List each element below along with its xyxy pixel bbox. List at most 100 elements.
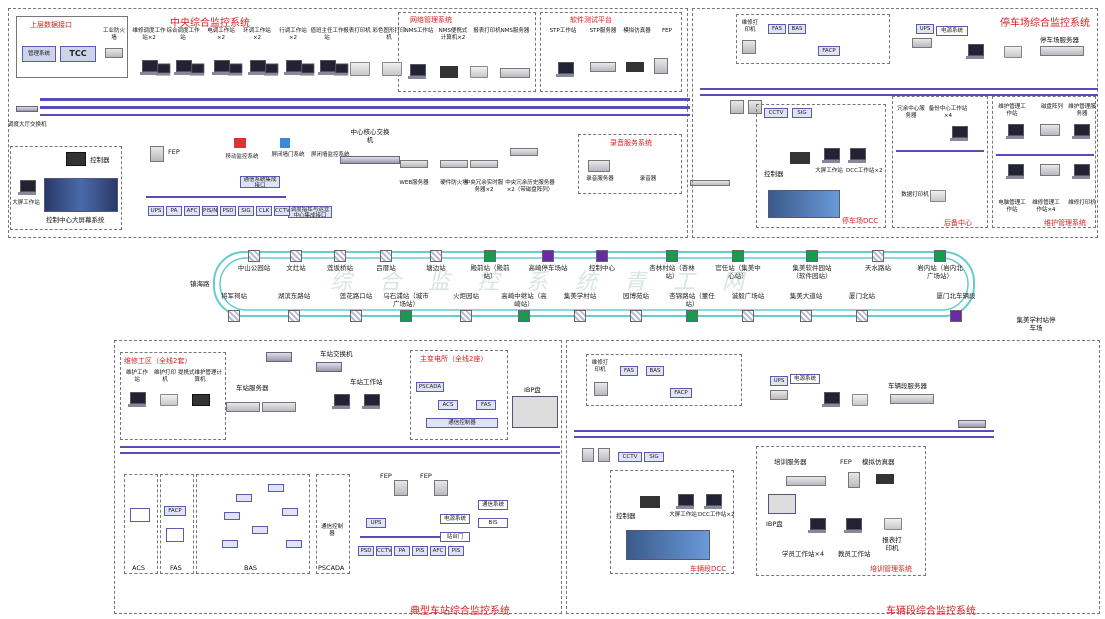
depot-title: 车辆段综合监控系统 xyxy=(886,606,976,617)
parking-controller-label: 控制器 xyxy=(764,170,784,178)
station-name-bottom: 莲花路口站 xyxy=(339,292,373,300)
maint-ws-label: 维护工作站 xyxy=(125,370,148,383)
central-bus-item: PIS/NMS xyxy=(202,206,218,216)
fas-label: FAS xyxy=(170,564,182,572)
station-marker xyxy=(856,310,868,322)
station-name-top: 杏林村站（杏林站） xyxy=(649,264,695,280)
station-server-icon-2 xyxy=(262,402,296,412)
training-printer-icon xyxy=(884,518,902,530)
keyboard xyxy=(408,76,426,79)
keyboard xyxy=(1006,176,1024,179)
keyboard xyxy=(140,72,158,75)
depot-ws-icon xyxy=(822,392,840,408)
workstation-icon xyxy=(189,63,205,77)
station-marker xyxy=(484,250,496,262)
station-ws-icon-2 xyxy=(362,394,380,410)
workstation-icon xyxy=(263,63,279,77)
training-teacher-label: 教员工作站 xyxy=(838,550,871,558)
backup-center-area xyxy=(892,96,988,228)
station-fep-label-2: FEP xyxy=(420,472,432,480)
maint-label: 磁盘阵列 xyxy=(1040,104,1063,110)
maint-ws-icon xyxy=(128,392,146,408)
maint-ws-icon xyxy=(1006,124,1024,140)
depot-sig-box: SIG xyxy=(644,452,664,462)
depot-dcc-ws1-icon xyxy=(676,494,694,510)
workstation-icon xyxy=(248,60,266,76)
station-bus-2 xyxy=(120,452,560,454)
parking-area xyxy=(692,8,1098,238)
record-server-icon xyxy=(588,160,610,172)
station-name-top: 官任站（集美中心站） xyxy=(715,264,761,280)
station-marker xyxy=(742,310,754,322)
central-server-icon xyxy=(400,160,428,168)
training-sim-icon xyxy=(876,474,894,484)
station-fep-icon-2 xyxy=(434,480,448,496)
depot-bas-box: BAS xyxy=(646,366,664,376)
stp-server-icon xyxy=(590,62,616,72)
keyboard xyxy=(189,73,205,76)
parking-maint-ws-icon xyxy=(966,44,984,60)
depot-big-ws-label: 大屏工作站 xyxy=(669,512,697,518)
recorder-icon xyxy=(690,180,730,186)
station-name-bottom: 火炬园站 xyxy=(453,292,479,300)
training-server-icon xyxy=(786,476,826,486)
depot-fas-box: FAS xyxy=(620,366,638,376)
record-server-title: 录音服务系统 xyxy=(610,139,652,147)
monitor-screen xyxy=(1074,164,1090,176)
maint-label: 维修管理工作站×4 xyxy=(1032,200,1060,213)
parking-controller-icon xyxy=(790,152,810,164)
parking-dcc-screen xyxy=(768,190,840,218)
keyboard xyxy=(227,73,243,76)
facp-sub-box xyxy=(166,528,184,542)
station-marker xyxy=(872,250,884,262)
core-switch-label: 中心核心交换机 xyxy=(350,128,390,144)
station-bus-item: PIS xyxy=(412,546,428,556)
station-marker xyxy=(732,250,744,262)
depot-dcc-title: 车辆段DCC xyxy=(690,565,727,573)
parking-server-icon xyxy=(1040,46,1084,56)
controller-icon xyxy=(66,152,86,166)
station-name-bottom: 集美大道站 xyxy=(789,292,823,300)
station-area xyxy=(114,340,562,614)
depot-left-icon xyxy=(582,448,594,462)
record-server-label: 录音服务器 xyxy=(586,176,614,182)
sub-ctl-box: 通信控制器 xyxy=(426,418,498,428)
keyboard xyxy=(556,74,574,77)
nms-server-icon xyxy=(500,68,530,78)
bas-plc-box xyxy=(236,494,252,502)
central-ws-label: 彩色图形打印机 xyxy=(372,28,406,41)
stp-ws-icon xyxy=(556,62,574,78)
depot-bus-2 xyxy=(574,436,994,438)
station-server-icon xyxy=(226,402,260,412)
bus-note-1: 通信系统集成接口 xyxy=(240,176,280,188)
monitor-screen xyxy=(1008,124,1024,136)
upper-interface-area xyxy=(16,16,128,78)
depot-server-label: 车辆段服务器 xyxy=(888,382,927,390)
keyboard xyxy=(299,73,315,76)
central-fep-icon xyxy=(150,146,164,162)
station-name-bottom: 园博苑站 xyxy=(623,292,649,300)
depot-dcc-area xyxy=(610,470,734,574)
station-name-top: 吕厝站 xyxy=(376,264,396,272)
training-fep-label: FEP xyxy=(840,458,852,466)
maint-label: 维护管理服务器 xyxy=(1068,104,1096,117)
parking-dcc-ws2-icon xyxy=(848,148,866,164)
big-screen-ws-label: 大屏工作站 xyxy=(12,200,40,206)
monitor-screen xyxy=(335,63,349,74)
station-bus-item: CCTV xyxy=(376,546,392,556)
parking-printer-label: 维修打印机 xyxy=(741,20,759,33)
station-name-bottom: 厦门北站 xyxy=(849,292,875,300)
big-controller-label: 控制器 xyxy=(90,156,110,164)
station-name-top: 文灶站 xyxy=(286,264,306,272)
depot-area xyxy=(566,340,1100,614)
central-bus-item: UPS xyxy=(148,206,164,216)
central-sub-bus xyxy=(146,196,286,198)
central-ws-label: 报表打印机 xyxy=(343,28,371,34)
station-ws-icon xyxy=(332,394,350,410)
central-system-area xyxy=(8,8,688,238)
parking-sig-box: SIG xyxy=(792,108,812,118)
station-right-box: 电源系统 xyxy=(440,514,470,524)
big-screen-ws-icon xyxy=(18,180,36,196)
network-item-label: NMS服务器 xyxy=(500,28,530,34)
parking-maint-printer-icon xyxy=(1004,46,1022,58)
